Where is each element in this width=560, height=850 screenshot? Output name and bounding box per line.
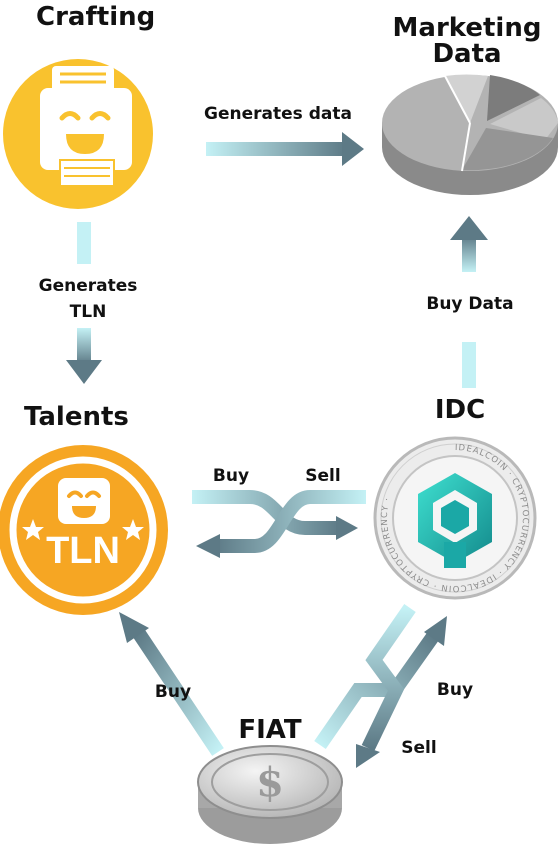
fiat-coin-icon: $ xyxy=(197,745,343,844)
tln-coin-text: TLN xyxy=(46,530,120,572)
arrow-swap-sell xyxy=(196,490,366,558)
label-swap-sell: Sell xyxy=(305,466,341,486)
crafting-icon xyxy=(3,59,153,209)
arrow-fiat-buy-idc xyxy=(314,616,447,749)
idc-coin-icon xyxy=(373,436,537,600)
label-fiat-buy-tln: Buy xyxy=(154,682,192,702)
arrow-swap-buy xyxy=(192,490,358,540)
pie-chart-icon xyxy=(382,74,558,195)
label-swap-buy: Buy xyxy=(212,466,250,486)
arrow-idc-sell-fiat xyxy=(356,604,416,768)
label-generates-data: Generates data xyxy=(204,104,352,124)
marketing-title-line2: Data xyxy=(432,39,502,69)
idc-title: IDC xyxy=(434,395,486,425)
arrow-generates-tln xyxy=(66,222,102,384)
label-generates-tln-line2: TLN xyxy=(69,302,107,322)
crafting-title: Crafting xyxy=(36,2,156,32)
arrow-generates-data xyxy=(206,132,364,166)
arrow-buy-data xyxy=(450,216,488,388)
label-fiat-buy-idc: Buy xyxy=(436,680,474,700)
arrow-fiat-buy-tln xyxy=(119,612,224,756)
talents-title: Talents xyxy=(24,402,129,432)
tln-coin-icon xyxy=(0,445,168,615)
label-buy-data: Buy Data xyxy=(426,294,514,314)
label-generates-tln-line1: Generates xyxy=(38,276,138,296)
marketing-title-line1: Marketing xyxy=(392,13,542,43)
svg-text:$: $ xyxy=(256,759,284,806)
label-idc-sell-fiat: Sell xyxy=(401,738,437,758)
fiat-title: FIAT xyxy=(238,715,302,745)
